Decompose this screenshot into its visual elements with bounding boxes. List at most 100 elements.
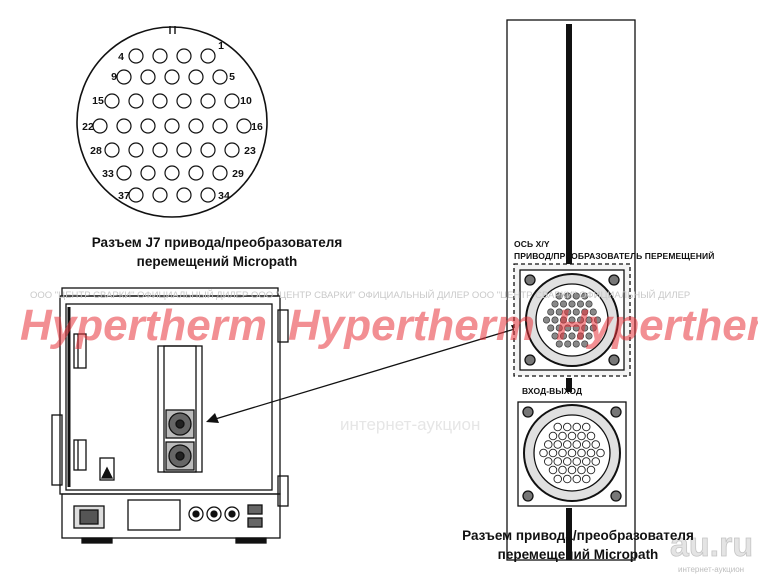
rear-panel bbox=[61, 493, 281, 539]
pin-hole bbox=[555, 308, 563, 316]
pin-hole bbox=[176, 93, 192, 109]
axis-mount-screw-bl bbox=[524, 354, 536, 366]
watermark-dealer-text: ООО "ЦЕНТР СВАРКИ" ОФИЦИАЛЬНЫЙ ДИЛЕР ООО… bbox=[30, 289, 690, 301]
pin-hole bbox=[152, 48, 168, 64]
pin-hole bbox=[200, 142, 216, 158]
pin-hole bbox=[581, 324, 589, 332]
pin-label-5: 5 bbox=[229, 71, 235, 83]
pin-label-23: 23 bbox=[244, 145, 256, 157]
drive-fan-lower-hub bbox=[175, 451, 185, 461]
pin-hole bbox=[576, 300, 584, 308]
pin-hole bbox=[572, 340, 580, 348]
pin-hole bbox=[116, 118, 132, 134]
power-supply-drawing bbox=[51, 287, 289, 544]
axis-label-2: ПРИВОД/ПРЕОБРАЗОВАТЕЛЬ ПЕРЕМЕЩЕНИЙ bbox=[514, 251, 715, 261]
bottom-caption: Разъем привода/преобразователя перемещен… bbox=[432, 526, 724, 564]
pin-hole bbox=[212, 165, 228, 181]
pin-hole bbox=[555, 292, 563, 300]
watermark-layer: ООО "ЦЕНТР СВАРКИ" ОФИЦИАЛЬНЫЙ ДИЛЕР ООО… bbox=[20, 289, 758, 574]
pin-hole bbox=[555, 324, 563, 332]
watermark-brand-2: Hypertherm bbox=[288, 301, 535, 350]
pin-hole bbox=[558, 431, 567, 441]
axis-connector-pins bbox=[542, 292, 601, 348]
pin-label-22: 22 bbox=[82, 121, 94, 133]
pin-hole bbox=[586, 448, 596, 458]
foot-left bbox=[81, 537, 113, 544]
rear-port-serial-a bbox=[247, 504, 263, 515]
pin-label-16: 16 bbox=[251, 121, 263, 133]
rear-port-1-core bbox=[192, 510, 200, 518]
pin-hole bbox=[128, 93, 144, 109]
io-mount-screw-br bbox=[610, 490, 622, 502]
j7-connector-outline bbox=[76, 26, 268, 218]
site-logo: au.ru bbox=[670, 526, 753, 564]
pin-hole bbox=[581, 340, 589, 348]
pin-hole bbox=[582, 457, 591, 466]
pin-hole bbox=[224, 142, 240, 158]
bottom-caption-line-2: перемещений Micropath bbox=[497, 547, 659, 562]
pin-hole bbox=[577, 465, 586, 475]
pin-hole bbox=[553, 422, 563, 432]
pin-hole bbox=[548, 448, 558, 458]
pin-hole bbox=[548, 465, 558, 475]
io-mount-screw-tr bbox=[610, 406, 622, 418]
j7-caption-line-1: Разъем J7 привода/преобразователя bbox=[91, 235, 343, 250]
pin-hole bbox=[176, 142, 192, 158]
pin-label-29: 29 bbox=[232, 168, 244, 180]
pin-hole bbox=[553, 474, 563, 484]
pin-hole bbox=[140, 118, 156, 134]
pin-hole bbox=[200, 93, 216, 109]
pin-hole bbox=[572, 440, 582, 449]
watermark-brand-1: Hypertherm bbox=[20, 301, 267, 350]
pin-hole bbox=[164, 69, 180, 85]
pin-hole bbox=[563, 457, 572, 466]
pin-label-34: 34 bbox=[218, 190, 230, 202]
io-mount-screw-bl bbox=[522, 490, 534, 502]
side-latch-bottom bbox=[277, 475, 289, 507]
pin-hole bbox=[572, 457, 582, 466]
pin-hole bbox=[104, 142, 120, 158]
pin-hole bbox=[568, 316, 576, 324]
pin-hole bbox=[559, 316, 567, 324]
pin-hole bbox=[572, 474, 582, 484]
drive-module-rack-inner bbox=[163, 345, 197, 473]
pin-label-28: 28 bbox=[90, 145, 102, 157]
pin-label-33: 33 bbox=[102, 168, 114, 180]
rear-port-1 bbox=[188, 506, 204, 522]
warning-label bbox=[99, 457, 115, 481]
pin-hole bbox=[176, 187, 192, 203]
panel-slot-mid bbox=[566, 378, 572, 392]
pin-hole bbox=[140, 69, 156, 85]
pin-hole bbox=[544, 440, 553, 449]
pin-label-1: 1 bbox=[218, 40, 224, 52]
axis-mount-screw-tl bbox=[524, 274, 536, 286]
pin-hole bbox=[188, 118, 204, 134]
door-frame bbox=[65, 303, 273, 491]
j7-pin-holes bbox=[92, 48, 252, 203]
pin-hole bbox=[572, 308, 580, 316]
pin-hole bbox=[589, 324, 597, 332]
pin-hole bbox=[567, 431, 577, 441]
pin-hole bbox=[116, 69, 132, 85]
j7-caption: Разъем J7 привода/преобразователя переме… bbox=[86, 233, 348, 271]
power-inlet-socket bbox=[79, 509, 99, 525]
pin-hole bbox=[116, 165, 132, 181]
hinge-bottom bbox=[73, 439, 87, 471]
pin-hole bbox=[553, 457, 563, 466]
pin-hole bbox=[176, 48, 192, 64]
panel-slot-lower bbox=[566, 508, 572, 560]
pin-hole bbox=[582, 474, 591, 484]
pin-hole bbox=[576, 316, 584, 324]
pin-hole bbox=[572, 292, 580, 300]
pin-hole bbox=[558, 465, 567, 475]
bottom-caption-line-1: Разъем привода/преобразователя bbox=[462, 528, 694, 543]
side-panel-left bbox=[51, 414, 63, 486]
pin-label-9: 9 bbox=[111, 71, 117, 83]
pin-hole bbox=[551, 332, 559, 340]
pin-hole bbox=[568, 332, 576, 340]
pin-hole bbox=[559, 332, 567, 340]
rear-port-3 bbox=[224, 506, 240, 522]
pin-hole bbox=[539, 448, 548, 458]
pin-hole bbox=[576, 332, 584, 340]
